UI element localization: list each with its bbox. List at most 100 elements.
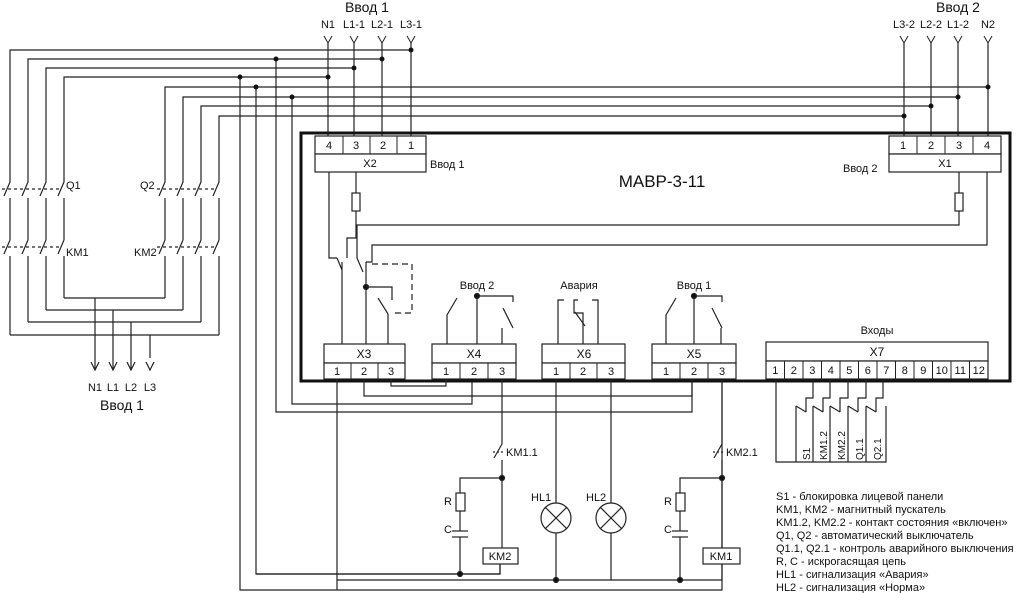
q2-label: Q2: [140, 180, 155, 192]
x2-name: X2: [363, 158, 376, 170]
x7-pin-7: 7: [883, 365, 889, 377]
device-title: МАВР-3-11: [619, 172, 706, 191]
x4-name: X4: [467, 347, 482, 361]
legend-line: KM1, KM2 - магнитный пускатель: [776, 504, 946, 516]
bus-wires: [9, 43, 989, 591]
connector-x2: [314, 135, 427, 173]
legend-line: KM1.2, KM2.2 - контакт состояния «включе…: [776, 517, 1008, 529]
relay-label-input1: Ввод 1: [677, 280, 712, 292]
legend-line: S1 - блокировка лицевой панели: [776, 491, 943, 503]
rc-left-c: C: [444, 524, 452, 536]
internal-wiring: [328, 172, 988, 345]
relay-contacts: [446, 292, 723, 344]
legend: S1 - блокировка лицевой панели KM1, KM2 …: [776, 491, 1014, 593]
km2-label: KM2: [134, 247, 157, 259]
contact-label-q11: Q1.1: [855, 438, 866, 460]
x7-pin-10: 10: [936, 365, 948, 377]
x1-caption: Ввод 2: [843, 163, 878, 175]
x6-pin-3: 3: [608, 366, 614, 378]
legend-line: R, C - искрогасящая цепь: [776, 556, 906, 568]
x7-pin-11: 11: [955, 365, 966, 377]
x1-pin-1: 1: [900, 140, 906, 152]
inputs-title: Входы: [861, 325, 894, 337]
x7-pin-5: 5: [846, 365, 852, 377]
x5-name: X5: [687, 347, 702, 361]
km11-label: KM1.1: [506, 447, 538, 459]
rc-right-r: R: [664, 496, 672, 508]
x7-name: X7: [870, 345, 885, 359]
rc-right-c: C: [664, 524, 672, 536]
x2-pin-1: 1: [408, 140, 414, 152]
x6-pin-2: 2: [580, 366, 586, 378]
switch-group-right: [157, 178, 220, 335]
relay-label-alarm: Авария: [560, 280, 597, 292]
x6-name: X6: [577, 347, 592, 361]
contact-label-s1: S1: [802, 447, 813, 460]
x6-pin-1: 1: [553, 366, 559, 378]
connector-x1: [888, 135, 1002, 173]
x3-name: X3: [357, 347, 372, 361]
x5-pin-1: 1: [663, 366, 669, 378]
contact-label-km12: KM1.2: [819, 431, 830, 460]
x3-pin-3: 3: [388, 366, 394, 378]
x2-pin-4: 4: [326, 140, 332, 152]
terminal-block-x5: [651, 343, 737, 380]
x7-contacts: [775, 379, 887, 463]
terminal-block-x4: [431, 343, 517, 380]
x4-pin-1: 1: [443, 366, 449, 378]
input1-arrows: [323, 35, 416, 45]
relay-coil-dashed: [372, 263, 413, 314]
x7-pin-8: 8: [902, 365, 908, 377]
device-frame: [299, 131, 1012, 383]
input2-title: Ввод 2: [936, 0, 980, 15]
rc-left-r: R: [444, 496, 452, 508]
x2-pin-2: 2: [380, 140, 386, 152]
input1-title: Ввод 1: [345, 0, 389, 15]
lamp-label-hl1: HL1: [531, 492, 551, 504]
terminal-block-x6: [541, 343, 626, 380]
output-label-l1: L1: [107, 382, 119, 394]
output-label-l3: L3: [144, 382, 156, 394]
x7-pin-6: 6: [865, 365, 871, 377]
legend-line: HL1 - сигнализация «Авария»: [776, 569, 929, 581]
x7-pin-2: 2: [791, 365, 797, 377]
x3-pin-2: 2: [361, 366, 367, 378]
x1-name: X1: [938, 158, 951, 170]
output-label-l2: L2: [125, 382, 137, 394]
relay-label-input2: Ввод 2: [460, 280, 495, 292]
x7-pin-4: 4: [828, 365, 834, 377]
contact-label-km22: KM2.2: [837, 431, 848, 460]
terminal-block-x3: [323, 343, 406, 380]
q1-label: Q1: [66, 180, 81, 192]
x7-pin-9: 9: [920, 365, 926, 377]
x1-pin-2: 2: [928, 140, 934, 152]
x4-pin-2: 2: [471, 366, 477, 378]
x2-caption: Ввод 1: [430, 159, 465, 171]
coil-km1: KM1: [710, 551, 733, 563]
x7-pin-3: 3: [809, 365, 815, 377]
input2-terminal-l1: L1-2: [947, 19, 969, 31]
x7-pin-1: 1: [772, 365, 778, 377]
contact-label-q21: Q2.1: [873, 438, 884, 460]
legend-line: HL2 - сигнализация «Норма»: [776, 582, 925, 593]
x7-pin-12: 12: [973, 365, 985, 377]
legend-line: Q1, Q2 - автоматический выключатель: [776, 530, 974, 542]
lamp-label-hl2: HL2: [586, 492, 606, 504]
x4-pin-3: 3: [499, 366, 505, 378]
lower-wiring: [256, 379, 741, 590]
switch-group-left: [2, 178, 65, 335]
x5-pin-3: 3: [719, 366, 725, 378]
x2-pin-3: 3: [353, 140, 359, 152]
input2-terminal-n2: N2: [981, 19, 995, 31]
bus-junctions: [237, 47, 991, 119]
x3-pin-1: 1: [334, 366, 340, 378]
input2-terminal-l3: L3-2: [893, 19, 915, 31]
input1-terminal-n1: N1: [321, 19, 335, 31]
output-wiring: [10, 297, 219, 372]
x1-pin-4: 4: [984, 140, 990, 152]
output-label-n1: N1: [88, 382, 102, 394]
output-title: Ввод 1: [100, 397, 144, 413]
input2-arrows: [899, 35, 993, 45]
